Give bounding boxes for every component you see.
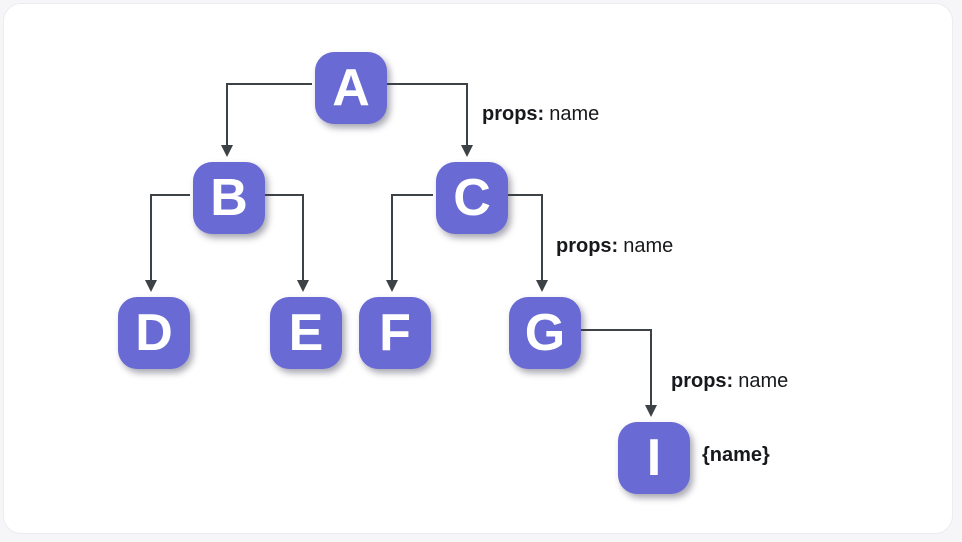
edge-c-f — [386, 194, 433, 292]
node-e: E — [270, 297, 342, 369]
edge-label-props-c-g: props:name — [556, 235, 673, 258]
edge-a-c — [384, 83, 473, 157]
edge-a-b — [221, 83, 312, 157]
node-f: F — [359, 297, 431, 369]
edge-g-i — [578, 329, 657, 417]
node-i: I — [618, 422, 690, 494]
destructured-props-label: {name} — [702, 444, 770, 466]
node-a: A — [315, 52, 387, 124]
props-keyword: props: — [671, 370, 734, 392]
diagram-card: A B C D E F G I props:name props:name pr… — [3, 3, 953, 534]
edge-b-d — [145, 194, 190, 292]
edge-c-g — [505, 194, 548, 292]
props-value: name — [623, 235, 674, 257]
props-value: name — [549, 103, 600, 125]
props-keyword: props: — [482, 103, 545, 125]
edge-label-props-a-c: props:name — [482, 103, 599, 126]
node-g: G — [509, 297, 581, 369]
edge-layer — [145, 83, 657, 417]
diagram-canvas: A B C D E F G I props:name props:name pr… — [4, 4, 952, 533]
node-b: B — [193, 162, 265, 234]
props-value: name — [738, 370, 789, 392]
props-keyword: props: — [556, 235, 619, 257]
edge-label-props-g-i: props:name — [671, 370, 788, 393]
edge-b-e — [262, 194, 309, 292]
node-d: D — [118, 297, 190, 369]
node-c: C — [436, 162, 508, 234]
